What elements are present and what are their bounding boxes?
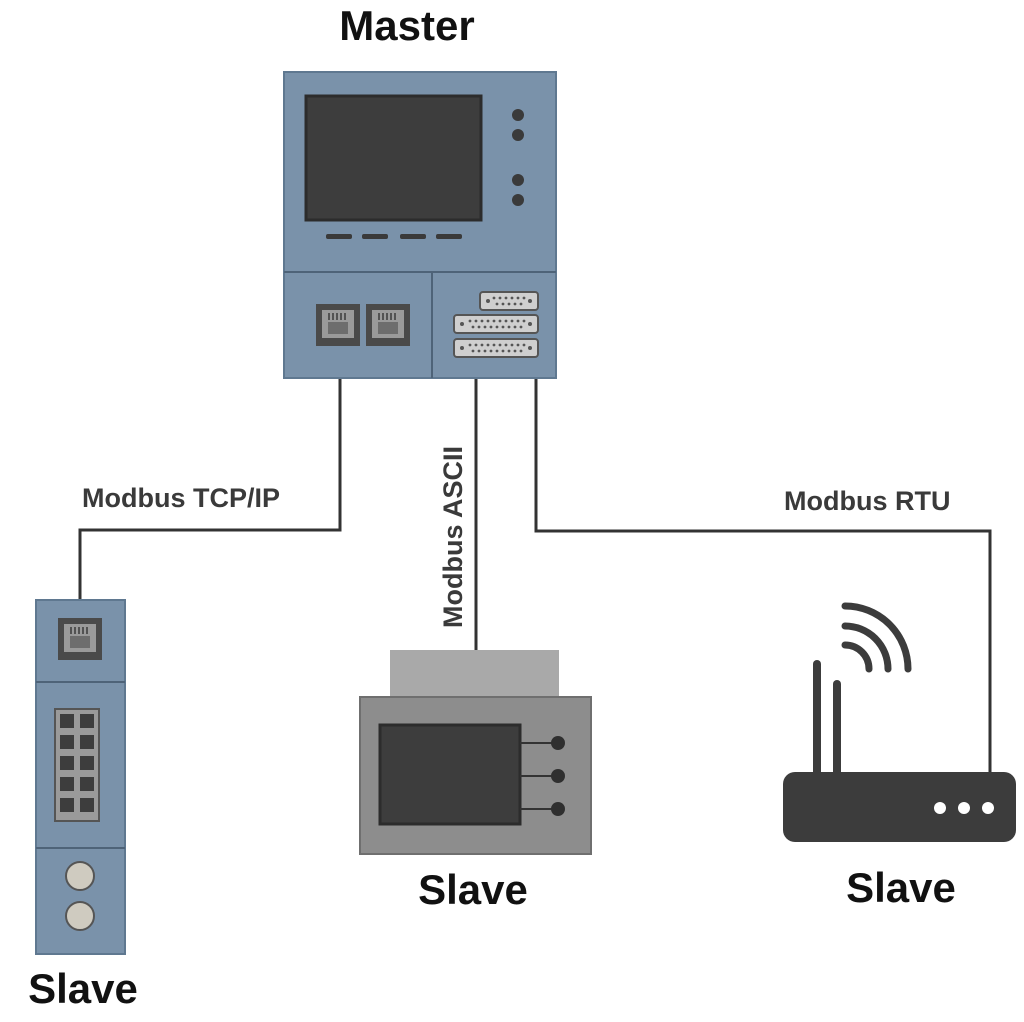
rj45-port-icon	[58, 618, 102, 660]
rj45-port-icon	[366, 304, 410, 346]
link-label-rtu: Modbus RTU	[784, 486, 950, 516]
slave-din-module	[35, 599, 126, 955]
link-label-tcp: Modbus TCP/IP	[82, 483, 280, 513]
router-body	[783, 772, 1016, 842]
master-buttons	[512, 109, 524, 206]
panel-indicators	[520, 736, 565, 816]
slave-label-din: Slave	[28, 965, 138, 1012]
slave-hmi-panel	[359, 650, 592, 855]
antenna-icon	[813, 660, 821, 778]
dsub-port-icon	[479, 291, 539, 311]
wifi-signal-icon	[841, 602, 912, 673]
knob-icon	[65, 901, 95, 931]
dsub-port-icon	[453, 338, 539, 358]
connection-wires	[78, 378, 992, 775]
master-device	[283, 71, 557, 379]
slave-label-hmi: Slave	[418, 866, 528, 913]
router-leds	[934, 802, 994, 814]
wire-tcp	[78, 378, 342, 600]
dsub-port-icon	[453, 314, 539, 334]
master-softkeys	[326, 234, 462, 239]
slave-label-router: Slave	[846, 864, 956, 911]
terminal-block-icon	[54, 708, 100, 822]
antenna-icon	[833, 680, 841, 778]
knob-icon	[65, 861, 95, 891]
rj45-port-icon	[316, 304, 360, 346]
link-label-ascii: Modbus ASCII	[438, 446, 468, 628]
master-screen	[304, 94, 483, 222]
slave-router	[783, 602, 1016, 842]
panel-screen	[378, 723, 522, 826]
wire-rtu	[534, 378, 992, 775]
master-label: Master	[339, 2, 474, 49]
